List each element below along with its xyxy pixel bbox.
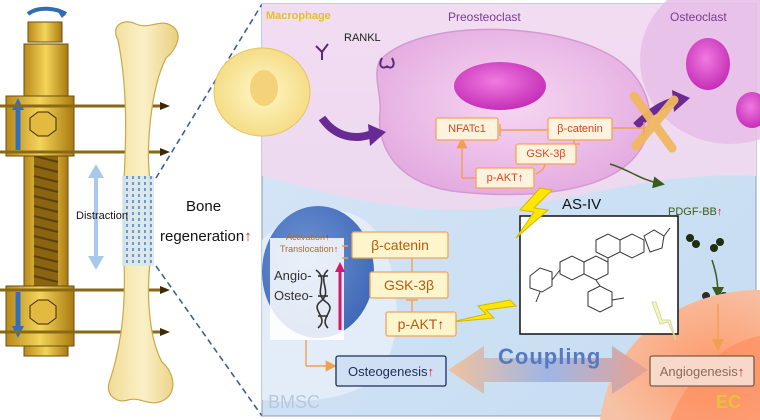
bcatenin-top-label: β-catenin [557,123,603,135]
rankl-ligand [315,43,395,69]
lightning-bolt-right [651,301,677,341]
pakt-top-label: p-AKT↑ [486,172,524,184]
activation-label: Activation↑ [286,232,330,242]
angio-label: Angio- [274,268,312,283]
distraction-device [0,6,170,357]
nfatc1-top-label: NFATc1 [448,123,486,135]
pakt-bottom-label: p-AKT↑ [397,316,445,332]
node-bcatenin-top [547,117,613,141]
pdgf-dimers [686,234,724,252]
node-pakt-top [475,167,535,189]
osteogenesis-label: Osteogenesis↑ [348,363,434,379]
osteo-label: Osteo- [274,288,314,303]
distraction-label: Distraction [76,210,128,222]
bmsc-label: BMSC [268,392,321,412]
dna-icon [315,269,331,329]
lightning-bolt-left [451,299,518,323]
rankl-label: RANKL [344,32,381,44]
coupling-label: Coupling [498,344,602,369]
gsk3b-top-label: GSK-3β [526,148,566,160]
bone-regeneration-label: regeneration↑ [160,228,252,245]
distraction-arrow [88,164,104,270]
node-angiogenesis [649,355,755,387]
node-nfatc1-top [435,117,499,141]
as-iv-structure [529,227,671,313]
block-cross [629,91,679,153]
preosteoclast-label: Preosteoclast [448,10,521,24]
node-pakt-bottom [385,311,457,337]
preosteoclast-nucleus [454,62,546,110]
ec-label: EC [716,392,742,412]
bone-label: Bone [186,198,222,215]
bcatenin-bottom-label: β-catenin [371,237,429,253]
osteoclast-label: Osteoclast [670,10,727,24]
as-iv-label: AS-IV [562,196,602,213]
macrophage-to-preo-arrow [318,115,374,141]
node-gsk3b-top [515,143,577,165]
node-gsk3b-bottom [369,271,449,299]
gsk3b-bottom-label: GSK-3β [383,277,435,293]
bmsc-gene-box [270,238,344,340]
node-osteogenesis [335,355,447,387]
node-bcatenin-bottom [351,231,449,259]
lightning-bolt-top [515,187,554,239]
translocation-label: Translocation↑ [280,244,339,254]
as-iv-structure-box [519,215,679,335]
macrophage-label: Macrophage [266,10,331,22]
coupling-arrow [448,346,648,394]
preosteoclast-cell [376,28,651,196]
pdgf-bb-label: PDGF-BB↑ [668,206,723,218]
angiogenesis-label: Angiogenesis↑ [659,363,745,379]
